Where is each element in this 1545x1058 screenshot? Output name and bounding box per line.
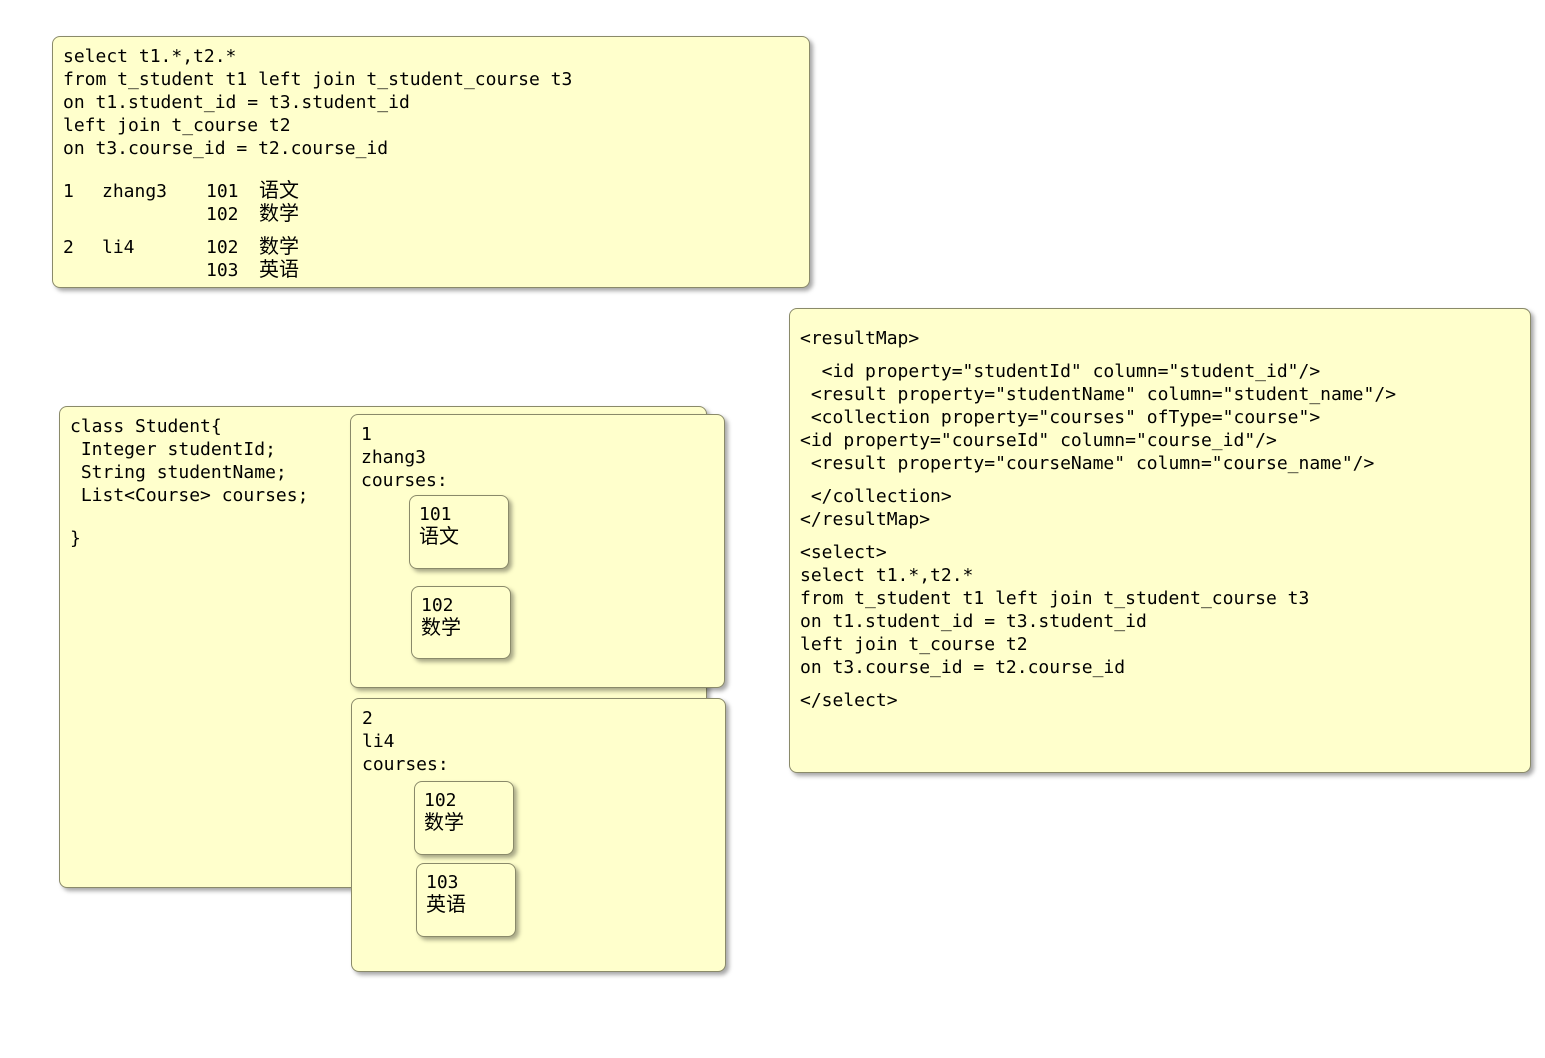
xml-line: <result property="studentName" column="s… [800, 384, 1397, 405]
xml-line: <result property="courseName" column="co… [800, 453, 1375, 474]
object-id: 1 [361, 424, 372, 445]
course-object: 103 英语 [416, 863, 516, 937]
class-line: } [70, 528, 81, 549]
course-name: 语文 [419, 524, 459, 548]
class-line: String studentName; [70, 462, 287, 483]
result-course-name: 数学 [259, 234, 299, 258]
xml-line: <id property="courseId" column="course_i… [800, 430, 1277, 451]
sql-line: on t3.course_id = t2.course_id [63, 138, 389, 159]
result-row-name: zhang3 [102, 181, 168, 202]
xml-line: <collection property="courses" ofType="c… [800, 407, 1321, 428]
xml-line: </resultMap> [800, 509, 931, 530]
class-line: class Student{ [70, 416, 222, 437]
xml-line: on t1.student_id = t3.student_id [800, 611, 1147, 632]
object-courses-label: courses: [361, 470, 448, 491]
result-course-name: 英语 [259, 257, 299, 281]
course-id: 103 [426, 872, 459, 893]
object-name: li4 [362, 731, 395, 752]
xml-line: on t3.course_id = t2.course_id [800, 657, 1126, 678]
result-course-id: 103 [206, 260, 239, 281]
course-id: 102 [421, 595, 454, 616]
class-line: Integer studentId; [70, 439, 276, 460]
class-line: List<Course> courses; [70, 485, 309, 506]
student-object-2: 2 li4 courses: 102 数学 103 英语 [351, 698, 726, 972]
sql-line: left join t_course t2 [63, 115, 291, 136]
result-row-id: 2 [63, 237, 74, 258]
sql-line: on t1.student_id = t3.student_id [63, 92, 410, 113]
sql-line: select t1.*,t2.* [63, 46, 237, 67]
result-course-id: 102 [206, 237, 239, 258]
xml-line: left join t_course t2 [800, 634, 1028, 655]
course-object: 102 数学 [411, 586, 511, 659]
sql-query-note: select t1.*,t2.* from t_student t1 left … [52, 36, 810, 288]
xml-line: from t_student t1 left join t_student_co… [800, 588, 1310, 609]
course-name: 英语 [426, 892, 466, 916]
student-object-1: 1 zhang3 courses: 101 语文 102 数学 [350, 414, 725, 688]
result-row-name: li4 [102, 237, 135, 258]
result-row-id: 1 [63, 181, 74, 202]
xml-line: <resultMap> [800, 328, 920, 349]
result-course-id: 102 [206, 204, 239, 225]
result-course-name: 数学 [259, 201, 299, 225]
course-name: 数学 [424, 810, 464, 834]
xml-line: </select> [800, 690, 898, 711]
xml-line: <select> [800, 542, 887, 563]
object-courses-label: courses: [362, 754, 449, 775]
xml-line: select t1.*,t2.* [800, 565, 974, 586]
sql-line: from t_student t1 left join t_student_co… [63, 69, 573, 90]
result-course-name: 语文 [259, 178, 299, 202]
result-course-id: 101 [206, 181, 239, 202]
course-id: 101 [419, 504, 452, 525]
xml-line: </collection> [800, 486, 952, 507]
course-name: 数学 [421, 615, 461, 639]
object-id: 2 [362, 708, 373, 729]
object-name: zhang3 [361, 447, 427, 468]
course-id: 102 [424, 790, 457, 811]
mapper-xml-note: <resultMap> <id property="studentId" col… [789, 308, 1531, 773]
xml-line: <id property="studentId" column="student… [800, 361, 1321, 382]
course-object: 102 数学 [414, 781, 514, 855]
course-object: 101 语文 [409, 495, 509, 569]
